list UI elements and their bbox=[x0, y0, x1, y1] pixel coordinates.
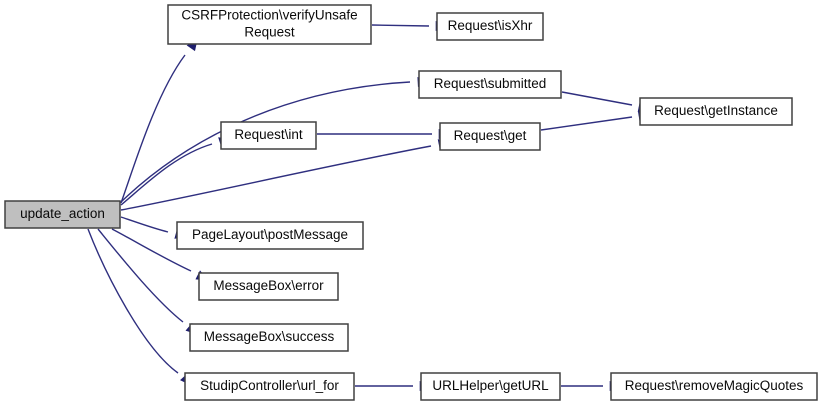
node-box[interactable] bbox=[610, 372, 818, 401]
graph-node-request_isxhr[interactable]: Request\isXhr bbox=[436, 12, 544, 41]
edge-update_action-to-csrf_verify bbox=[120, 38, 198, 204]
graph-node-urlhelper_geturl[interactable]: URLHelper\getURL bbox=[420, 372, 561, 401]
node-box[interactable] bbox=[189, 323, 349, 352]
nodes-layer: update_action CSRFProtection\verifyUnsafe… bbox=[4, 4, 818, 401]
node-box[interactable] bbox=[418, 70, 562, 99]
node-label: URLHelper\getURL bbox=[432, 378, 549, 393]
node-label: Request bbox=[244, 25, 295, 40]
node-label: CSRFProtection\verifyUnsafe bbox=[181, 8, 357, 23]
edge-update_action-to-studipcontroller_url_for bbox=[87, 228, 192, 386]
edge-update_action-to-request_int bbox=[120, 137, 232, 206]
node-box[interactable] bbox=[184, 372, 355, 401]
node-label: Request\getInstance bbox=[654, 103, 778, 118]
edges-layer bbox=[87, 20, 651, 392]
node-box[interactable] bbox=[4, 200, 121, 229]
edge-line bbox=[120, 216, 169, 233]
graph-node-messagebox_success[interactable]: MessageBox\success bbox=[189, 323, 349, 352]
node-box[interactable] bbox=[198, 272, 339, 301]
graph-node-messagebox_error[interactable]: MessageBox\error bbox=[198, 272, 339, 301]
graph-node-request_get[interactable]: Request\get bbox=[439, 122, 541, 151]
edge-line bbox=[120, 143, 213, 206]
edge-csrf_verify-to-request_isxhr bbox=[371, 20, 448, 32]
edge-request_int-to-request_get bbox=[317, 128, 451, 140]
edge-request_submitted-to-request_getinstance bbox=[561, 91, 651, 112]
edge-line bbox=[120, 145, 432, 211]
graph-node-request_removemagicquotes[interactable]: Request\removeMagicQuotes bbox=[610, 372, 818, 401]
node-box[interactable] bbox=[439, 122, 541, 151]
edge-line bbox=[561, 91, 633, 106]
node-label: Request\submitted bbox=[434, 76, 547, 91]
node-box[interactable] bbox=[220, 121, 317, 150]
node-label: MessageBox\success bbox=[204, 329, 335, 344]
node-label: PageLayout\postMessage bbox=[192, 227, 348, 242]
node-label: MessageBox\error bbox=[213, 278, 324, 293]
graph-node-request_getinstance[interactable]: Request\getInstance bbox=[639, 97, 793, 126]
node-label: update_action bbox=[20, 206, 105, 221]
node-box[interactable] bbox=[176, 221, 364, 250]
edge-studipcontroller_url_for-to-urlhelper_geturl bbox=[355, 380, 432, 392]
graph-node-update_action[interactable]: update_action bbox=[4, 200, 121, 229]
node-label: Request\isXhr bbox=[448, 18, 533, 33]
edge-line bbox=[540, 116, 633, 131]
node-label: Request\removeMagicQuotes bbox=[625, 378, 804, 393]
edge-line bbox=[120, 54, 186, 204]
node-box[interactable] bbox=[420, 372, 561, 401]
node-box[interactable] bbox=[639, 97, 793, 126]
edge-line bbox=[97, 228, 184, 323]
edge-line bbox=[111, 228, 192, 272]
node-box[interactable] bbox=[167, 4, 372, 45]
graph-node-studipcontroller_url_for[interactable]: StudipController\url_for bbox=[184, 372, 355, 401]
node-label: Request\int bbox=[234, 127, 303, 142]
node-label: StudipController\url_for bbox=[200, 378, 339, 393]
edge-request_get-to-request_getinstance bbox=[540, 111, 651, 131]
node-label: Request\get bbox=[454, 128, 527, 143]
graph-node-request_int[interactable]: Request\int bbox=[220, 121, 317, 150]
node-box[interactable] bbox=[436, 12, 544, 41]
graph-node-pagelayout_postmessage[interactable]: PageLayout\postMessage bbox=[176, 221, 364, 250]
edge-line bbox=[87, 228, 179, 374]
graph-node-request_submitted[interactable]: Request\submitted bbox=[418, 70, 562, 99]
edge-line bbox=[371, 24, 430, 27]
